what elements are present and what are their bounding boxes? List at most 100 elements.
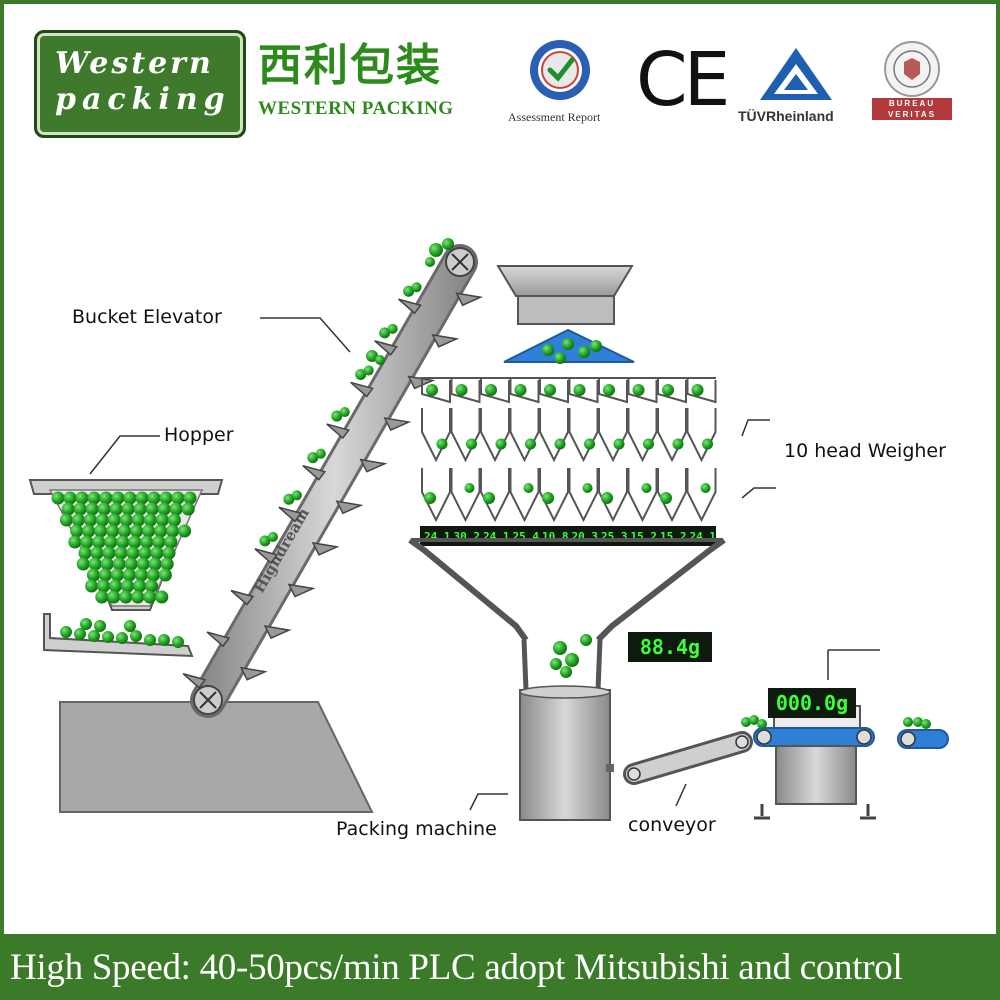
feed-bucket bbox=[450, 378, 481, 404]
bureau-veritas-seal-icon bbox=[884, 41, 940, 97]
product-ball bbox=[554, 352, 566, 364]
product-ball bbox=[159, 491, 173, 505]
product-ball bbox=[142, 524, 156, 538]
product-ball bbox=[111, 491, 125, 505]
feed-bucket bbox=[480, 378, 510, 404]
product-ball bbox=[164, 535, 178, 549]
product-ball bbox=[181, 502, 195, 516]
product-ball bbox=[375, 355, 385, 365]
product-ball bbox=[632, 384, 645, 396]
falling-product bbox=[550, 634, 592, 678]
product-ball bbox=[107, 590, 121, 604]
weigh-bucket bbox=[568, 408, 599, 463]
product-ball bbox=[88, 557, 102, 571]
company-logo: Western packing bbox=[34, 30, 246, 138]
product-ball bbox=[86, 568, 100, 582]
feed-bucket bbox=[539, 378, 569, 404]
product-ball bbox=[102, 631, 114, 643]
bucket-elevator: Highdream bbox=[190, 244, 478, 718]
weigh-bucket bbox=[627, 408, 658, 463]
product-ball bbox=[97, 579, 111, 593]
product-ball bbox=[145, 579, 159, 593]
product-ball bbox=[582, 483, 593, 493]
product-ball bbox=[339, 407, 350, 418]
product-ball bbox=[158, 568, 172, 582]
product-ball bbox=[90, 546, 104, 560]
product-ball bbox=[94, 620, 106, 632]
product-ball bbox=[116, 632, 128, 644]
product-ball bbox=[590, 340, 602, 352]
product-ball bbox=[641, 483, 652, 493]
vibratory-feeder bbox=[43, 613, 194, 658]
product-ball bbox=[283, 493, 295, 505]
elevator-bucket bbox=[239, 666, 268, 681]
product-ball bbox=[126, 546, 140, 560]
weigh-bucket bbox=[421, 408, 451, 463]
bureau-veritas-label: BUREAU VERITAS bbox=[872, 98, 952, 120]
product-ball bbox=[150, 546, 164, 560]
weigh-bucket bbox=[480, 408, 510, 463]
product-ball bbox=[107, 513, 121, 527]
elevator-product bbox=[259, 238, 454, 547]
product-ball bbox=[87, 491, 101, 505]
memory-bucket bbox=[450, 468, 481, 523]
product-ball bbox=[136, 557, 150, 571]
product-ball bbox=[133, 502, 147, 516]
checkweigher bbox=[753, 649, 880, 820]
weigh-bucket bbox=[450, 408, 481, 463]
product-ball bbox=[565, 653, 579, 667]
output-conveyor bbox=[623, 731, 753, 785]
product-ball bbox=[68, 535, 82, 549]
product-ball bbox=[80, 618, 92, 630]
product-ball bbox=[71, 513, 85, 527]
feed-bucket bbox=[421, 378, 451, 404]
product-ball bbox=[104, 535, 118, 549]
product-ball bbox=[85, 502, 99, 516]
product-ball bbox=[700, 483, 711, 493]
product-ball bbox=[542, 492, 554, 504]
top-feed-cone bbox=[496, 265, 634, 325]
elevator-bucket bbox=[278, 506, 303, 523]
product-ball bbox=[140, 535, 154, 549]
product-ball bbox=[59, 513, 73, 527]
memory-bucket bbox=[539, 468, 569, 523]
product-ball bbox=[102, 546, 116, 560]
product-ball bbox=[95, 513, 109, 527]
memory-bucket bbox=[480, 468, 510, 523]
product-ball bbox=[514, 384, 527, 396]
product-ball bbox=[123, 491, 137, 505]
product-ball bbox=[573, 384, 586, 396]
conveyor-label: conveyor bbox=[628, 814, 716, 836]
product-ball bbox=[128, 535, 142, 549]
hopper-label: Hopper bbox=[164, 424, 234, 446]
product-ball bbox=[82, 524, 96, 538]
feed-bucket bbox=[509, 378, 540, 404]
elevator-bucket bbox=[302, 464, 327, 481]
product-ball bbox=[560, 666, 572, 678]
brand-name-english: WESTERN PACKING bbox=[258, 98, 454, 119]
product-ball bbox=[436, 438, 448, 450]
brand-name-chinese: 西利包装 bbox=[258, 40, 442, 91]
product-ball bbox=[130, 524, 144, 538]
product-ball bbox=[366, 350, 378, 362]
product-ball bbox=[112, 557, 126, 571]
memory-bucket bbox=[657, 468, 687, 523]
weigh-bucket bbox=[539, 408, 569, 463]
product-ball bbox=[363, 365, 374, 376]
product-ball bbox=[74, 628, 86, 640]
product-ball bbox=[97, 502, 111, 516]
product-ball bbox=[166, 524, 180, 538]
memory-bucket bbox=[421, 468, 451, 523]
logo-text-line-1: Western bbox=[55, 46, 214, 81]
product-ball bbox=[114, 546, 128, 560]
product-ball bbox=[525, 438, 536, 450]
product-ball bbox=[291, 490, 302, 501]
assessment-seal-icon bbox=[530, 40, 590, 100]
feed-bucket bbox=[568, 378, 599, 404]
product-ball bbox=[411, 282, 422, 293]
product-ball bbox=[99, 491, 113, 505]
product-ball bbox=[554, 438, 566, 450]
product-ball bbox=[903, 717, 913, 727]
elevator-bucket bbox=[230, 589, 255, 606]
product-ball bbox=[131, 513, 145, 527]
